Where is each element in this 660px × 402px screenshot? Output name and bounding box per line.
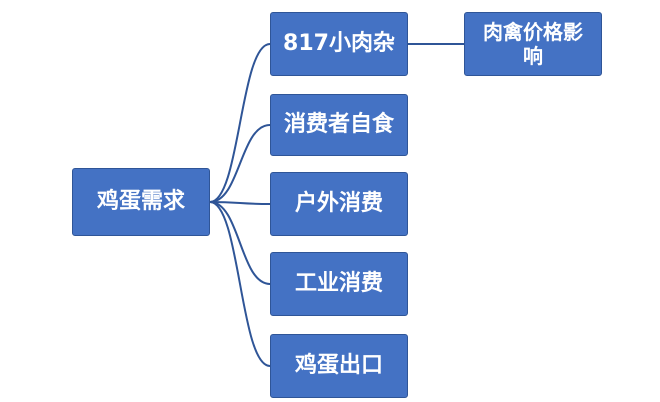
connector-root-to-817 — [209, 43, 271, 203]
child-node-label: 户外消费 — [294, 190, 383, 216]
child-node-self-consumption: 消费者自食 — [270, 94, 408, 156]
connector-root-to-outdoor — [209, 201, 271, 205]
grandchild-node-label: 肉禽价格影响 — [483, 20, 583, 68]
child-node-817: 817小肉杂 — [270, 12, 408, 76]
child-node-label: 消费者自食 — [283, 111, 394, 137]
connector-root-to-self-consumption — [209, 124, 271, 203]
child-node-label: 817小肉杂 — [283, 30, 395, 56]
child-node-egg-export: 鸡蛋出口 — [270, 334, 408, 398]
connector-root-to-industrial — [209, 201, 271, 285]
grandchild-node-poultry-price: 肉禽价格影响 — [464, 12, 602, 76]
child-node-label: 鸡蛋出口 — [294, 352, 383, 378]
child-node-outdoor-consumption: 户外消费 — [270, 172, 408, 236]
root-node-egg-demand: 鸡蛋需求 — [72, 168, 210, 236]
connector-root-to-export — [209, 201, 271, 367]
child-node-industrial-consumption: 工业消费 — [270, 252, 408, 316]
root-node-label: 鸡蛋需求 — [96, 188, 185, 214]
child-node-label: 工业消费 — [294, 270, 383, 296]
